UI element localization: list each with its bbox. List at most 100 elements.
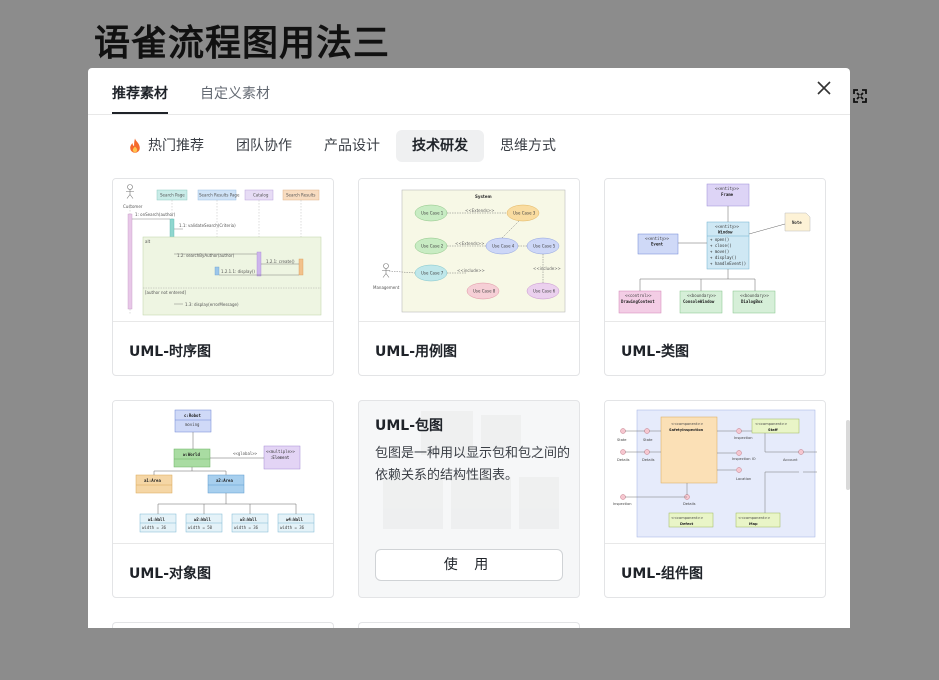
stereotype: <<entity>> — [715, 186, 740, 191]
stereotype: <<component>> — [738, 516, 770, 520]
category-team[interactable]: 团队协作 — [236, 138, 292, 154]
tab-custom[interactable]: 自定义素材 — [200, 86, 270, 102]
system-title: System — [475, 194, 492, 199]
tab-divider — [88, 114, 850, 115]
category-bar: 热门推荐 团队协作 产品设计 技术研发 思维方式 — [112, 130, 572, 162]
close-icon[interactable] — [815, 79, 833, 97]
card-title: UML-用例图 — [375, 344, 458, 360]
fire-icon — [130, 138, 140, 153]
card-title: UML-时序图 — [129, 344, 212, 360]
port-label: Details — [683, 502, 696, 506]
template-card-component[interactable]: <<component>> SafetyInspection <<compone… — [604, 400, 826, 598]
object-attr: width = 50 — [188, 525, 213, 530]
usecase-label: Use Case 1 — [421, 211, 444, 216]
method: + move() — [710, 249, 729, 254]
scrollbar-thumb[interactable] — [846, 420, 850, 490]
card-title: UML-包图 — [375, 418, 444, 434]
class-name: ConsoleWindow — [683, 299, 715, 304]
class-name: DrawingContext — [621, 299, 655, 304]
component-name: Map — [749, 522, 758, 526]
message-label: 1.1: validateSearch(Criteria) — [179, 223, 236, 228]
template-card-partial[interactable] — [112, 622, 334, 628]
template-card-sequence[interactable]: Customer Search Page Search Results Page… — [112, 178, 334, 376]
usecase-diagram-thumbnail: System Management Use Case 1 Use Case 2 … — [359, 179, 579, 322]
tab-recommended[interactable]: 推荐素材 — [112, 68, 168, 114]
stereotype: <<control>> — [625, 293, 652, 298]
lifeline-head: Search Results — [286, 193, 315, 198]
object-name: w3:Wall — [240, 517, 257, 522]
usecase-label: Use Case 7 — [421, 271, 444, 276]
port-label: Account — [783, 458, 798, 462]
fragment-label: alt — [145, 239, 151, 244]
stereotype: <<component>> — [671, 516, 703, 520]
usecase-label: Use Case 4 — [492, 244, 515, 249]
message-label: 1: onSearch(author) — [135, 212, 176, 217]
stereotype: <<boundary>> — [687, 293, 716, 298]
component-name: Defect — [680, 522, 694, 526]
component-diagram-thumbnail: <<component>> SafetyInspection <<compone… — [605, 401, 825, 544]
stereotype: <<entity>> — [715, 224, 740, 229]
use-template-button[interactable]: 使 用 — [375, 549, 563, 581]
port-label: State — [643, 438, 653, 442]
template-card-class[interactable]: <<entity>> Frame <<entity>> Window + ope… — [604, 178, 826, 376]
method: + open() — [710, 237, 729, 242]
relation-label: <<include>> — [533, 266, 561, 271]
page-title: 语雀流程图用法三 — [94, 23, 391, 64]
message-label: 1.2: searchByAuthor(author) — [177, 253, 235, 258]
note-label: Note — [792, 220, 802, 225]
object-name: c:Robot — [184, 413, 201, 418]
stereotype: <<multiple>> — [266, 449, 295, 454]
object-name: w4:Wall — [286, 517, 303, 522]
card-title: UML-对象图 — [129, 566, 212, 582]
object-attr: width = 36 — [142, 525, 167, 530]
class-name: DialogBox — [741, 299, 763, 304]
sequence-diagram-thumbnail: Customer Search Page Search Results Page… — [113, 179, 333, 322]
category-hot[interactable]: 热门推荐 — [112, 130, 220, 162]
port-label: Inspection IO — [732, 457, 756, 461]
object-attr: width = 36 — [280, 525, 305, 530]
fullscreen-icon[interactable] — [852, 88, 868, 104]
object-diagram-thumbnail: c:Robot moving w:World <<multiple>> :Ele… — [113, 401, 333, 544]
link-label: <<global>> — [233, 451, 258, 456]
lifeline-head: Search Page — [160, 193, 185, 198]
lifeline-head: Search Results Page — [199, 193, 240, 198]
template-card-partial[interactable] — [358, 622, 580, 628]
lifeline-head: Catalog — [253, 193, 269, 198]
port-label: Inspection — [734, 436, 753, 440]
relation-label: <<Extends>> — [455, 241, 485, 246]
template-card-object[interactable]: c:Robot moving w:World <<multiple>> :Ele… — [112, 400, 334, 598]
category-tech[interactable]: 技术研发 — [396, 130, 484, 162]
card-title: UML-类图 — [621, 344, 690, 360]
modal-tabs: 推荐素材 自定义素材 — [112, 68, 270, 114]
usecase-label: Use Case 3 — [513, 211, 536, 216]
object-name: a1:Area — [144, 478, 161, 483]
object-name: a2:Area — [216, 478, 233, 483]
category-product[interactable]: 产品设计 — [324, 138, 380, 154]
port-label: Inspection — [613, 502, 632, 506]
port-label: State — [617, 438, 627, 442]
usecase-label: Use Case 5 — [533, 244, 556, 249]
usecase-label: Use Case 8 — [473, 289, 496, 294]
port-label: Location — [736, 477, 751, 481]
category-thinking[interactable]: 思维方式 — [500, 138, 556, 154]
relation-label: <<Extends>> — [465, 208, 495, 213]
template-card-usecase[interactable]: System Management Use Case 1 Use Case 2 … — [358, 178, 580, 376]
message-label: 1.3: display(errorMessage) — [185, 302, 239, 307]
stereotype: <<boundary>> — [740, 293, 769, 298]
method: + handleEvent() — [710, 261, 746, 266]
class-diagram-thumbnail: <<entity>> Frame <<entity>> Window + ope… — [605, 179, 825, 322]
card-title: UML-组件图 — [621, 566, 704, 582]
class-name: Frame — [721, 192, 734, 197]
message-label: 1.2.1.1: display() — [221, 269, 255, 274]
package-diagram-ghost — [383, 411, 559, 529]
method: + close() — [710, 243, 732, 248]
object-state: moving — [185, 422, 200, 427]
usecase-label: Use Case 2 — [421, 244, 444, 249]
object-name: w:World — [183, 452, 200, 457]
template-card-package[interactable]: UML-包图 包图是一种用以显示包和包之间的依赖关系的结构性图表。 使 用 — [358, 400, 580, 598]
material-modal: 推荐素材 自定义素材 热门推荐 团队协作 产品设计 技术研发 思维方式 Cust… — [88, 68, 850, 628]
port-label: Details — [617, 458, 630, 462]
message-label: 1.2.1: create() — [266, 259, 295, 264]
card-description: 包图是一种用以显示包和包之间的依赖关系的结构性图表。 — [375, 446, 571, 483]
object-name: :Element — [270, 455, 290, 460]
